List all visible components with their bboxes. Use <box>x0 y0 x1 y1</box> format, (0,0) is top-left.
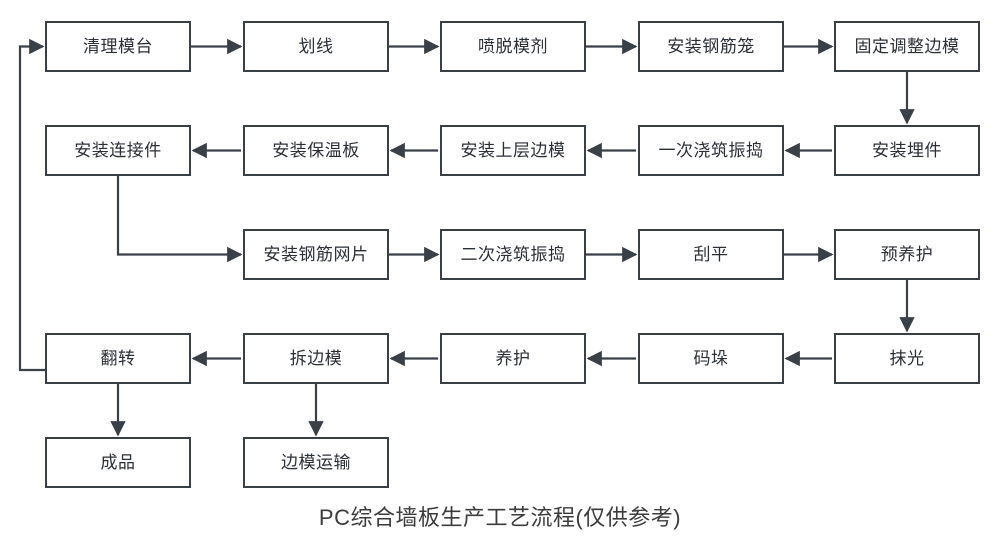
node-label: 安装上层边模 <box>460 141 566 160</box>
node-label: 一次浇筑振捣 <box>658 141 764 160</box>
node-label: 预养护 <box>880 245 934 264</box>
node-label: 喷脱模剂 <box>478 37 548 56</box>
node-yanghu[interactable]: 养护 <box>440 333 586 384</box>
node-pentuomoji[interactable]: 喷脱模剂 <box>440 21 586 72</box>
node-label: 清理模台 <box>83 37 153 56</box>
node-anzhuangliajianjian[interactable]: 安装连接件 <box>45 125 191 176</box>
node-label: 养护 <box>495 349 531 368</box>
node-label: 抹光 <box>889 349 925 368</box>
node-label: 安装保温板 <box>272 141 360 160</box>
node-label: 固定调整边模 <box>854 37 960 56</box>
node-label: 刮平 <box>693 245 729 264</box>
node-label: 翻转 <box>100 349 136 368</box>
node-qinglimotai[interactable]: 清理模台 <box>45 21 191 72</box>
node-anzhuangshangcengbianmo[interactable]: 安装上层边模 <box>440 125 586 176</box>
node-label: 成品 <box>100 453 136 472</box>
node-label: 安装钢筋网片 <box>263 245 369 264</box>
node-label: 拆边模 <box>289 349 343 368</box>
node-anzhuangmaijian[interactable]: 安装埋件 <box>834 125 980 176</box>
node-bianmoyunshu[interactable]: 边模运输 <box>243 437 389 488</box>
node-label: 安装连接件 <box>74 141 162 160</box>
node-anzhuanggangjinwangpian[interactable]: 安装钢筋网片 <box>243 229 389 280</box>
edge-n15-n1 <box>18 38 45 372</box>
node-yicijiaozhuzhendao[interactable]: 一次浇筑振捣 <box>638 125 784 176</box>
node-label: 码垛 <box>693 349 729 368</box>
node-chaibianmo[interactable]: 拆边模 <box>243 333 389 384</box>
node-maduo[interactable]: 码垛 <box>638 333 784 384</box>
node-huaxian[interactable]: 划线 <box>243 21 389 72</box>
node-yuyanghu[interactable]: 预养护 <box>834 229 980 280</box>
edge-n6-n11 <box>116 176 243 263</box>
node-label: 边模运输 <box>281 453 351 472</box>
node-anzhuangbaowenban[interactable]: 安装保温板 <box>243 125 389 176</box>
node-guaping[interactable]: 刮平 <box>638 229 784 280</box>
node-chengpin[interactable]: 成品 <box>45 437 191 488</box>
node-label: 安装钢筋笼 <box>667 37 755 56</box>
node-fanzhuan[interactable]: 翻转 <box>45 333 191 384</box>
diagram-caption: PC综合墙板生产工艺流程(仅供参考) <box>318 505 682 530</box>
node-label: 二次浇筑振捣 <box>460 245 566 264</box>
node-anzhuanggangjinlong[interactable]: 安装钢筋笼 <box>638 21 784 72</box>
node-moguang[interactable]: 抹光 <box>834 333 980 384</box>
node-label: 划线 <box>298 37 334 56</box>
node-gudingtiaozhengbianmo[interactable]: 固定调整边模 <box>834 21 980 72</box>
node-label: 安装埋件 <box>872 141 942 160</box>
node-ercijiaozhuzhendao[interactable]: 二次浇筑振捣 <box>440 229 586 280</box>
